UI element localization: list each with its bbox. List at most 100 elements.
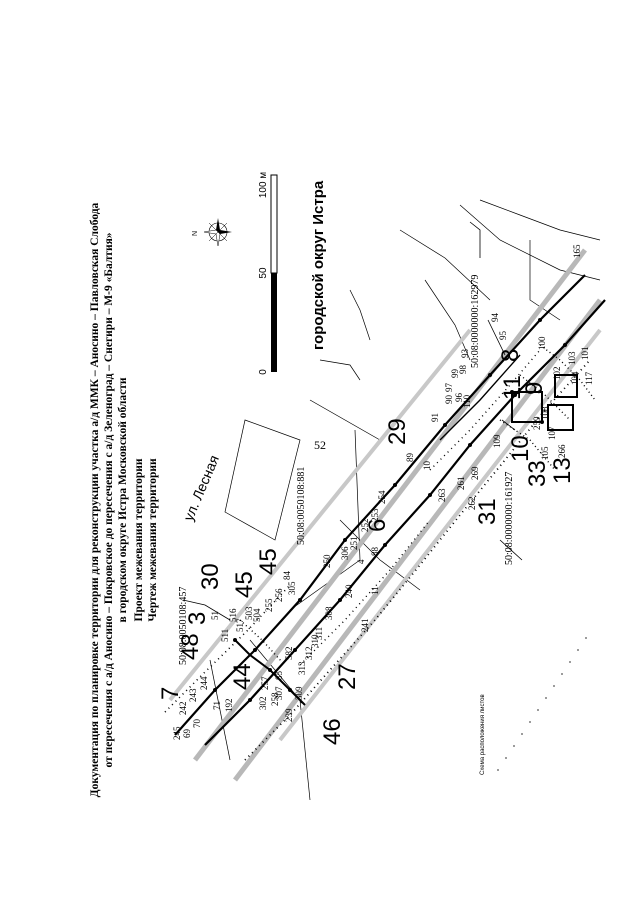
parcel-label: 10	[507, 435, 534, 462]
point-label: 504	[252, 608, 262, 622]
point-label: 88	[370, 547, 380, 557]
parcel-label: 8	[497, 349, 524, 362]
cadastral-label: 50:08:0000000:161927	[504, 472, 515, 565]
point-label: 259	[532, 416, 542, 430]
point-label: 105	[540, 446, 550, 460]
point-label: 69	[182, 729, 192, 739]
scale-tick-100: 100 м	[258, 172, 269, 198]
point-label: 94	[490, 313, 500, 323]
point-label: 110	[462, 394, 472, 408]
point-label: 85	[274, 671, 284, 681]
point-label: 98	[458, 365, 468, 375]
point-label: 582	[284, 647, 294, 661]
parcel-label: 44	[229, 663, 256, 690]
point-label: 102	[552, 367, 562, 381]
street-label: ул. Лесная	[180, 453, 222, 523]
point-label: 241	[360, 619, 370, 633]
label-leaders	[182, 221, 523, 621]
parcel-label: 29	[384, 418, 411, 445]
parcel-label: 46	[319, 718, 346, 745]
point-label: 312	[304, 647, 314, 661]
district-label: городской округ Истра	[310, 180, 327, 350]
point-labels: 165 94 95 93 98 97 99 90 96 91 110 100 1…	[172, 244, 594, 740]
point-label: 4	[356, 559, 366, 564]
point-label: 511	[220, 629, 230, 642]
north-arrow-icon	[203, 218, 232, 247]
legend-caption: Схема расположения листов	[480, 694, 486, 775]
road-corridor	[168, 248, 602, 782]
point-label: 243	[188, 688, 198, 702]
parcel-label: 27	[334, 663, 361, 690]
point-label: 313	[297, 661, 307, 675]
point-label: 97	[444, 383, 454, 393]
parcel-boundaries	[164, 274, 606, 761]
parcel-label: 33	[524, 460, 551, 487]
point-label: 262	[467, 497, 477, 511]
point-label: 240	[344, 584, 354, 598]
parcel-label: 11	[499, 375, 526, 400]
point-label: 251	[349, 537, 359, 551]
parcel-label: 31	[474, 498, 501, 525]
point-label: 239	[284, 708, 294, 722]
point-label: 103	[567, 351, 577, 365]
point-label: 107	[547, 426, 557, 440]
point-label: 308	[324, 606, 334, 620]
scale-tick-50: 50	[258, 267, 269, 279]
parcel-label: 48	[177, 633, 204, 660]
scale-tick-0: 0	[258, 369, 269, 375]
point-label: 306	[340, 546, 350, 560]
point-label: 311	[314, 627, 324, 640]
point-label: 257	[260, 676, 270, 690]
point-label: 71	[212, 701, 222, 710]
point-label: 516	[228, 608, 238, 622]
point-label: 108	[540, 406, 550, 420]
point-label: 109	[492, 434, 502, 448]
parcel-label: 6	[364, 519, 391, 532]
parcel-labels: 29 6 30 45 45 48 3 7 44 27 46 31 33 10 1…	[157, 349, 576, 745]
parcel-label: 45	[255, 548, 282, 575]
cadastral-label: 50:08:0050108:457	[178, 587, 189, 665]
point-label: 269	[470, 466, 480, 480]
cadastral-label: 50:08:0000000:162979	[470, 275, 481, 368]
point-label: 256	[274, 588, 284, 602]
point-label: 91	[430, 413, 440, 422]
point-label: 244	[199, 676, 209, 690]
point-label: 84	[282, 571, 292, 581]
legend-sheet-scheme	[497, 637, 587, 771]
point-label: 309	[294, 686, 304, 700]
point-label: 263	[437, 488, 447, 502]
parcel-label: 9	[521, 382, 548, 395]
cadastral-label: 50:08:0050108:881	[296, 467, 307, 545]
point-label: 253	[370, 508, 380, 522]
point-label: 250	[322, 554, 332, 568]
point-label: 11	[370, 586, 380, 595]
title-line-4: Проект межевания территории	[133, 458, 145, 621]
point-label: 101	[580, 347, 590, 361]
parcel-squares	[511, 374, 578, 431]
point-label: 266	[557, 444, 567, 458]
title-block: Документация по планировке территории дл…	[89, 202, 159, 797]
point-label: 245	[172, 726, 182, 740]
cadastral-labels: 50:08:0000000:162979 50:08:0050108:881 5…	[178, 275, 515, 665]
parcel-label: 13	[549, 457, 576, 484]
point-label: 302	[258, 697, 268, 711]
north-label: N	[192, 231, 199, 236]
point-label: 252	[360, 519, 370, 533]
point-label: 90	[444, 395, 454, 405]
parcel-label: 3	[184, 612, 211, 625]
point-label: 503	[244, 606, 254, 620]
parcel-label: 45	[231, 571, 258, 598]
parcel-label: 7	[157, 687, 184, 700]
title-line-3: в городском округе Истра Московской обла…	[117, 377, 129, 622]
point-label: 51	[210, 611, 220, 620]
point-label: 310	[310, 634, 320, 648]
point-label: 104	[570, 371, 580, 385]
parcel-label: 30	[197, 563, 224, 590]
point-label: 254	[377, 490, 387, 504]
point-label: 93	[460, 349, 470, 359]
terrain-lines	[209, 199, 601, 801]
title-line-5: Чертеж межевания территории	[147, 458, 159, 622]
point-label: 99	[450, 369, 460, 379]
point-label: 96	[454, 393, 464, 403]
